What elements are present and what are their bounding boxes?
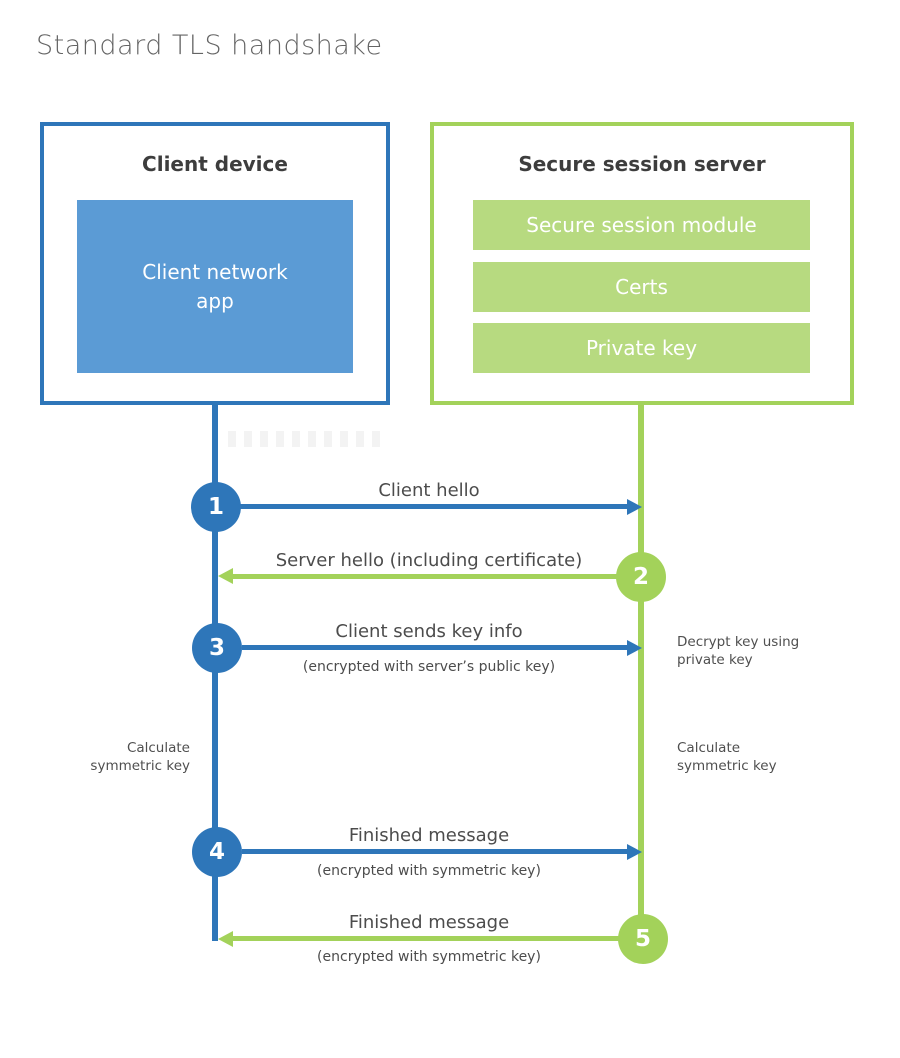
secure-session-server-box: Secure session server Secure session mod… [430, 122, 854, 405]
secure-session-server-title: Secure session server [518, 152, 766, 176]
step-circle-2: 2 [616, 552, 666, 602]
message-sublabel-finished-client: (encrypted with symmetric key) [317, 863, 541, 879]
page-title: Standard TLS handshake [36, 30, 383, 61]
server-lifeline [638, 403, 644, 939]
step-circle-4: 4 [192, 827, 242, 877]
arrow-server-hello [233, 574, 619, 579]
server-module-private-key: Private key [473, 323, 810, 373]
server-module-secure-session: Secure session module [473, 200, 810, 250]
arrow-finished-server [233, 936, 619, 941]
message-sublabel-finished-server: (encrypted with symmetric key) [317, 949, 541, 965]
message-label-client-key-info: Client sends key info [335, 621, 523, 642]
faded-artifact [228, 431, 388, 447]
arrowhead-finished-server [218, 931, 233, 947]
arrow-client-key-info [242, 645, 628, 650]
message-sublabel-client-key-info: (encrypted with server’s public key) [302, 659, 556, 675]
note-decrypt-key: Decrypt key using private key [677, 634, 800, 668]
client-network-app-block: Client network app [77, 200, 353, 373]
step-circle-5: 5 [618, 914, 668, 964]
server-module-certs: Certs [473, 262, 810, 312]
client-device-box: Client device Client network app [40, 122, 390, 405]
message-label-finished-server: Finished message [348, 912, 510, 933]
arrow-finished-client [242, 849, 628, 854]
note-calculate-symmetric-key-client: Calculate symmetric key [90, 740, 190, 774]
step-circle-1: 1 [191, 482, 241, 532]
message-label-finished-client: Finished message [348, 825, 510, 846]
arrowhead-server-hello [218, 568, 233, 584]
arrow-client-hello [240, 504, 628, 509]
arrowhead-finished-client [627, 844, 642, 860]
arrowhead-client-key-info [627, 640, 642, 656]
arrowhead-client-hello [627, 499, 642, 515]
message-label-client-hello: Client hello [378, 480, 480, 501]
note-calculate-symmetric-key-server: Calculate symmetric key [677, 740, 777, 774]
client-device-title: Client device [142, 152, 288, 176]
step-circle-3: 3 [192, 623, 242, 673]
message-label-server-hello: Server hello (including certificate) [275, 550, 583, 571]
